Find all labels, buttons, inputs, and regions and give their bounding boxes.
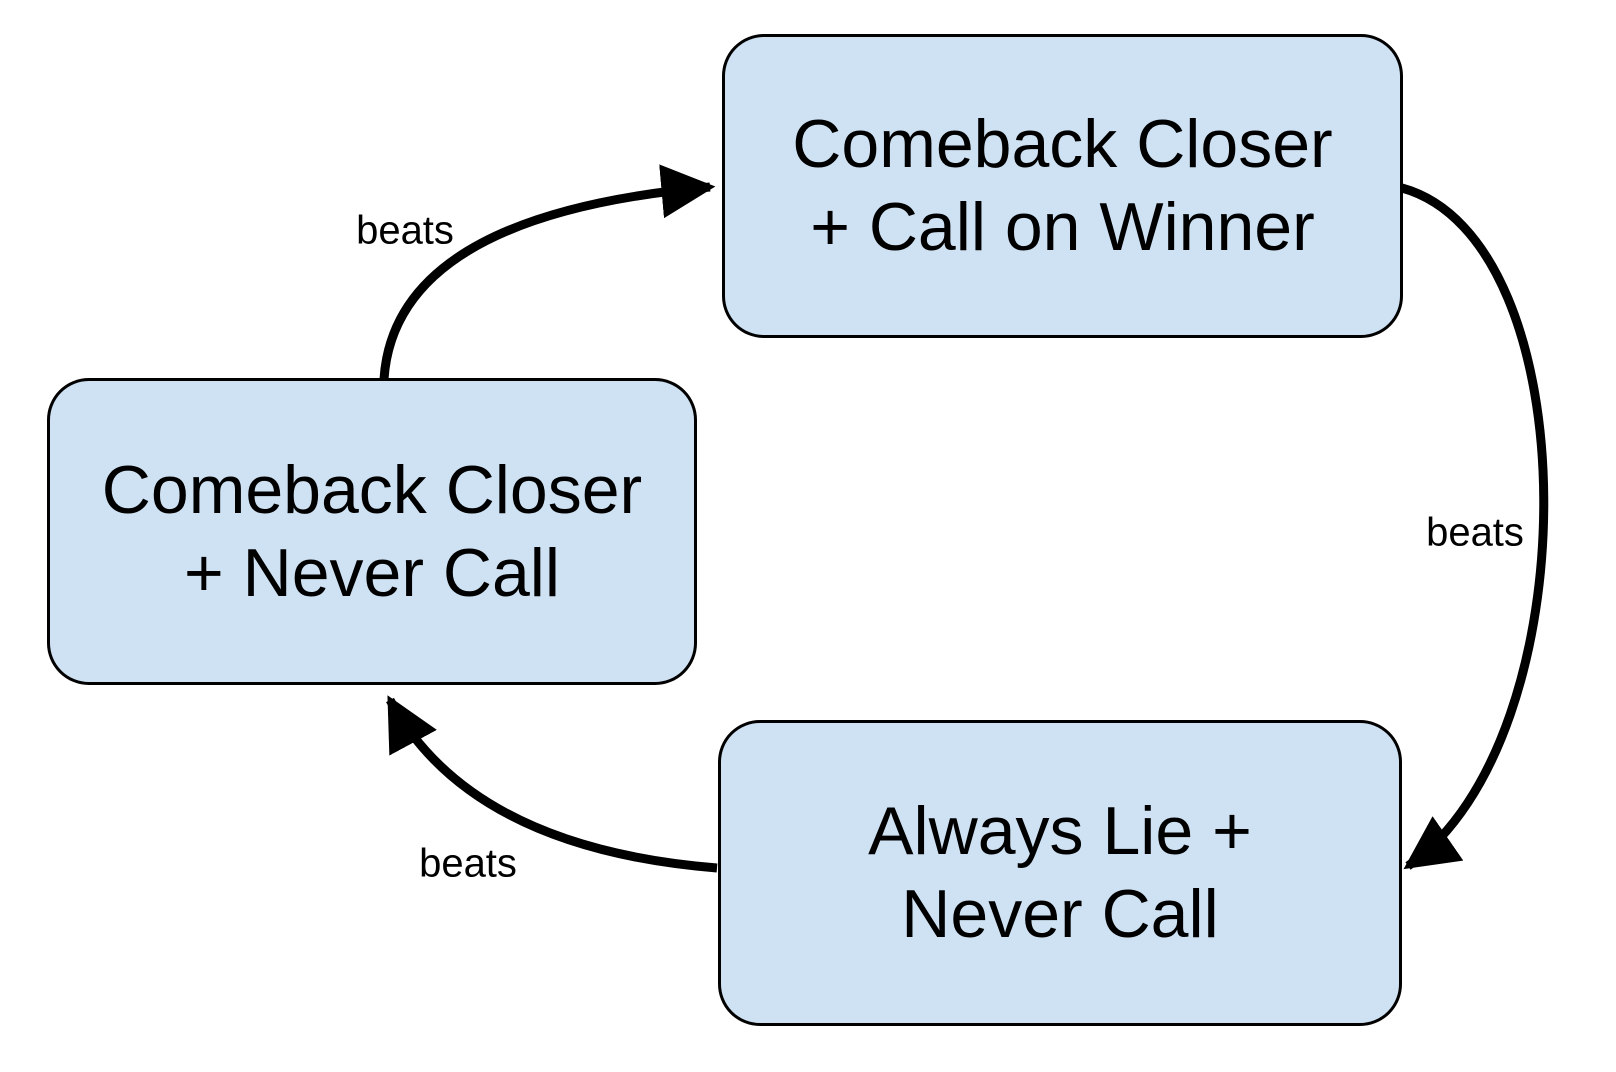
node-comeback-closer-never-call: Comeback Closer + Never Call <box>47 378 697 685</box>
edge-call-on-winner-to-always-lie <box>1400 183 1549 870</box>
edge-label-beats-right: beats <box>1426 510 1524 555</box>
node-label-line: Always Lie + <box>868 793 1252 870</box>
edge-label-beats-bottom-left: beats <box>419 841 517 886</box>
node-label-line: Comeback Closer <box>792 106 1333 183</box>
edge-always-lie-to-never-call <box>386 695 718 873</box>
node-label-line: + Call on Winner <box>810 189 1315 265</box>
edge-never-call-to-call-on-winner <box>379 164 716 380</box>
node-label-line: Never Call <box>901 876 1219 952</box>
node-comeback-closer-call-on-winner: Comeback Closer + Call on Winner <box>722 34 1403 338</box>
edge-label-beats-top-left: beats <box>356 208 454 253</box>
node-label-line: + Never Call <box>183 534 561 611</box>
node-always-lie-never-call: Always Lie + Never Call <box>718 720 1402 1026</box>
node-label-line: Comeback Closer <box>101 451 643 528</box>
